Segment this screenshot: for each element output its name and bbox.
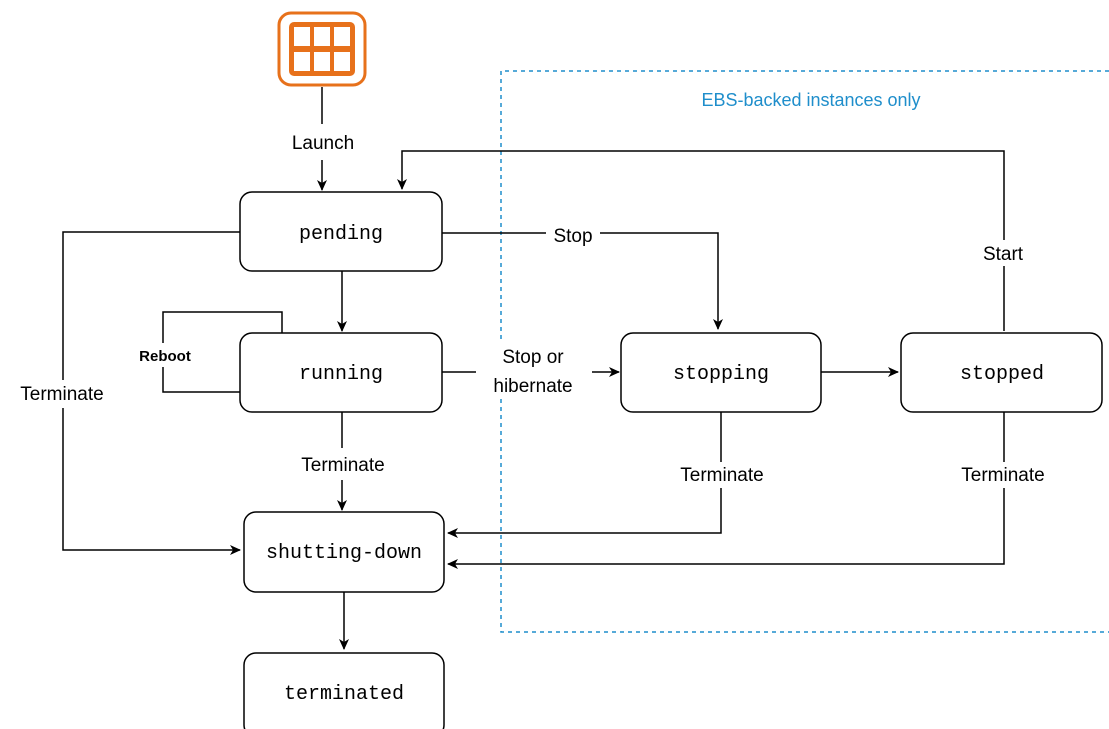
start-label: Start — [983, 244, 1024, 265]
state-pending-label: pending — [299, 223, 383, 246]
state-running-label: running — [299, 363, 383, 386]
state-shutting-down-label: shutting-down — [266, 542, 422, 565]
launch-label: Launch — [292, 133, 354, 154]
state-stopped-label: stopped — [960, 363, 1044, 386]
edge-labels: Launch Stop Start Reboot Stop or hiberna… — [5, 127, 1062, 488]
edge-start — [397, 150, 1005, 331]
region-label: EBS-backed instances only — [701, 90, 920, 110]
instance-icon — [277, 11, 367, 87]
edge-stop — [442, 232, 723, 330]
stop-or-hibernate-label-line1: Stop or — [502, 347, 564, 368]
state-pending: pending — [239, 191, 443, 272]
stop-or-hibernate-label-line2: hibernate — [493, 376, 572, 397]
state-stopping-label: stopping — [673, 363, 769, 386]
terminate-stopping-label: Terminate — [680, 465, 763, 486]
terminate-running-label: Terminate — [301, 455, 384, 476]
terminate-left-label: Terminate — [20, 384, 103, 405]
state-stopping: stopping — [620, 332, 822, 413]
state-stopped: stopped — [900, 332, 1103, 413]
state-running: running — [239, 332, 443, 413]
reboot-label: Reboot — [139, 348, 191, 365]
terminate-stopped-label: Terminate — [961, 465, 1044, 486]
edge-reboot — [162, 311, 283, 393]
state-terminated-label: terminated — [284, 683, 404, 706]
edge-terminate-stopping — [447, 412, 722, 538]
stop-label: Stop — [553, 226, 592, 247]
state-shutting-down: shutting-down — [243, 511, 445, 593]
state-terminated: terminated — [243, 652, 445, 729]
